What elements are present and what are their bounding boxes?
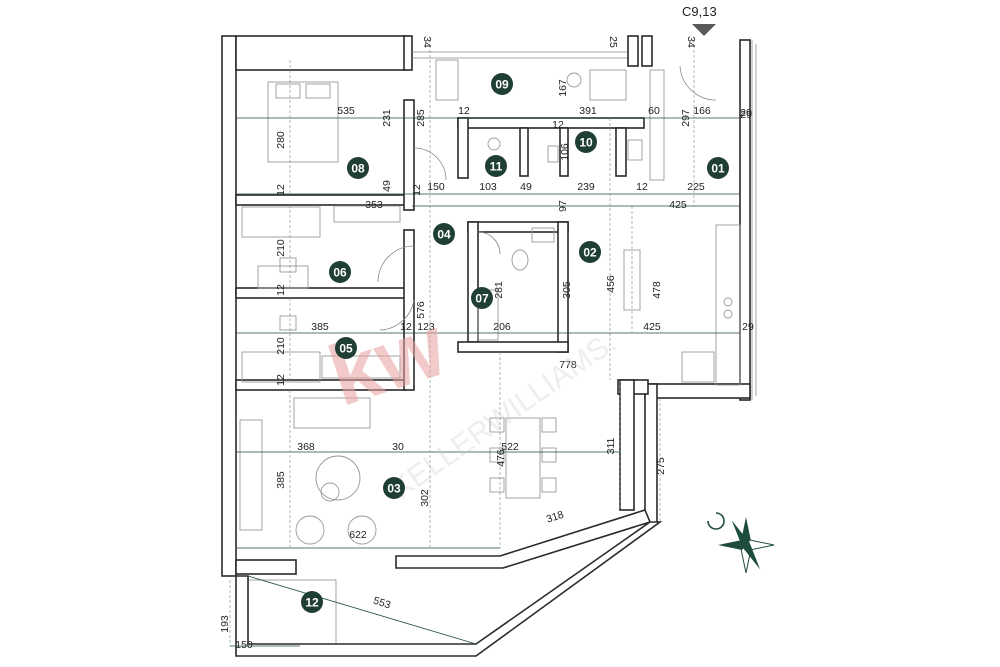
dimension-label: 49: [381, 180, 393, 192]
dimension-label: 29: [740, 109, 752, 121]
dimension-label: 305: [561, 281, 573, 299]
entrance-pointer: [692, 24, 716, 36]
dimension-label: 167: [557, 79, 569, 97]
svg-text:09: 09: [495, 78, 509, 92]
dimension-label: 30: [392, 441, 404, 453]
svg-text:kw: kw: [318, 298, 458, 425]
room-badge-01: 01: [707, 157, 729, 179]
dimension-label: 166: [693, 105, 711, 117]
dimension-label: 311: [605, 437, 617, 454]
dimension-label: 622: [349, 529, 367, 541]
dimension-label: 239: [577, 181, 595, 193]
dimension-label: 12: [400, 321, 412, 333]
balcony-12: [235, 521, 663, 657]
room-badge-08: 08: [347, 157, 369, 179]
svg-text:02: 02: [583, 246, 597, 260]
dimension-label: 318: [545, 509, 566, 526]
dimension-label: 210: [275, 239, 287, 257]
dimension-label: 29: [740, 107, 752, 119]
dimension-label: 391: [579, 105, 597, 117]
dimension-label: 275: [655, 457, 667, 475]
room-badges: 01 02 03 04 05 06 07 08 09 10 11 12: [301, 73, 729, 613]
unit-label: C9,13: [682, 4, 717, 19]
dimension-label: 425: [669, 199, 687, 211]
dimension-label: 34: [421, 36, 433, 48]
dimension-label: 34: [685, 36, 697, 48]
dimension-label: 210: [275, 337, 287, 355]
room-badge-02: 02: [579, 241, 601, 263]
dimension-label: 150: [427, 181, 445, 193]
svg-text:04: 04: [437, 228, 451, 242]
dimension-lines: [229, 40, 740, 647]
dimension-label: 535: [337, 105, 355, 117]
dimension-label: 49: [520, 181, 532, 193]
svg-text:01: 01: [711, 162, 725, 176]
svg-text:10: 10: [579, 136, 593, 150]
dimension-label: 425: [643, 321, 661, 333]
walls: [221, 35, 757, 577]
svg-text:06: 06: [333, 266, 347, 280]
dimension-label: 12: [458, 105, 470, 117]
dimension-label: 285: [415, 109, 427, 127]
room-badge-10: 10: [575, 131, 597, 153]
room-badge-03: 03: [383, 477, 405, 499]
dimension-label: 476: [495, 449, 507, 467]
wall-06-05: [235, 287, 407, 299]
dimension-label: 25: [607, 36, 619, 48]
dimension-label: 12: [275, 184, 287, 196]
dimension-label: 29: [742, 321, 754, 333]
dimension-label: 522: [501, 441, 519, 453]
room-badge-04: 04: [433, 223, 455, 245]
svg-text:07: 07: [475, 292, 489, 306]
dimension-label: 302: [419, 489, 431, 507]
dimension-label: 12: [275, 284, 287, 296]
dimension-label: 150: [235, 639, 253, 651]
dimension-label: 385: [311, 321, 329, 333]
dimension-label: 281: [493, 281, 505, 299]
room-badge-05: 05: [335, 337, 357, 359]
dimension-label: 385: [275, 471, 287, 489]
wall-top-left-block: [235, 35, 407, 71]
wall-right: [739, 39, 751, 401]
dimension-label: 576: [415, 301, 427, 319]
bed-08: [267, 81, 339, 163]
dimension-label: 12: [411, 184, 423, 196]
room-badge-06: 06: [329, 261, 351, 283]
dimension-label: 225: [687, 181, 705, 193]
dimension-label: 106: [559, 143, 571, 161]
dimension-label: 368: [297, 441, 315, 453]
svg-text:12: 12: [305, 596, 319, 610]
dimension-label: 456: [605, 275, 617, 293]
dimension-label: 280: [275, 131, 287, 149]
dimension-label: 553: [372, 595, 393, 612]
room-badge-09: 09: [491, 73, 513, 95]
dimension-label: 206: [493, 321, 511, 333]
svg-text:11: 11: [490, 160, 503, 174]
dimension-label: 193: [219, 615, 231, 633]
compass-icon: [707, 512, 775, 574]
room-badge-07: 07: [471, 287, 493, 309]
dimension-label: 778: [559, 359, 577, 371]
dimension-label: 97: [557, 200, 569, 212]
wall-left: [221, 35, 237, 577]
dimension-label: 12: [275, 374, 287, 386]
dimension-label: 478: [651, 281, 663, 299]
svg-text:03: 03: [387, 482, 401, 496]
dimension-label: 123: [417, 321, 435, 333]
room-badge-12: 12: [301, 591, 323, 613]
dimension-label: 12: [552, 119, 564, 131]
dimension-label: 60: [648, 105, 660, 117]
svg-text:08: 08: [351, 162, 365, 176]
room-badge-11: 11: [485, 155, 507, 177]
dimension-label: 231: [381, 109, 393, 127]
dimension-label: 353: [365, 199, 383, 211]
dimension-label: 103: [479, 181, 497, 193]
svg-text:05: 05: [339, 342, 353, 356]
dimension-label: 12: [636, 181, 648, 193]
dimension-label: 297: [680, 109, 692, 127]
